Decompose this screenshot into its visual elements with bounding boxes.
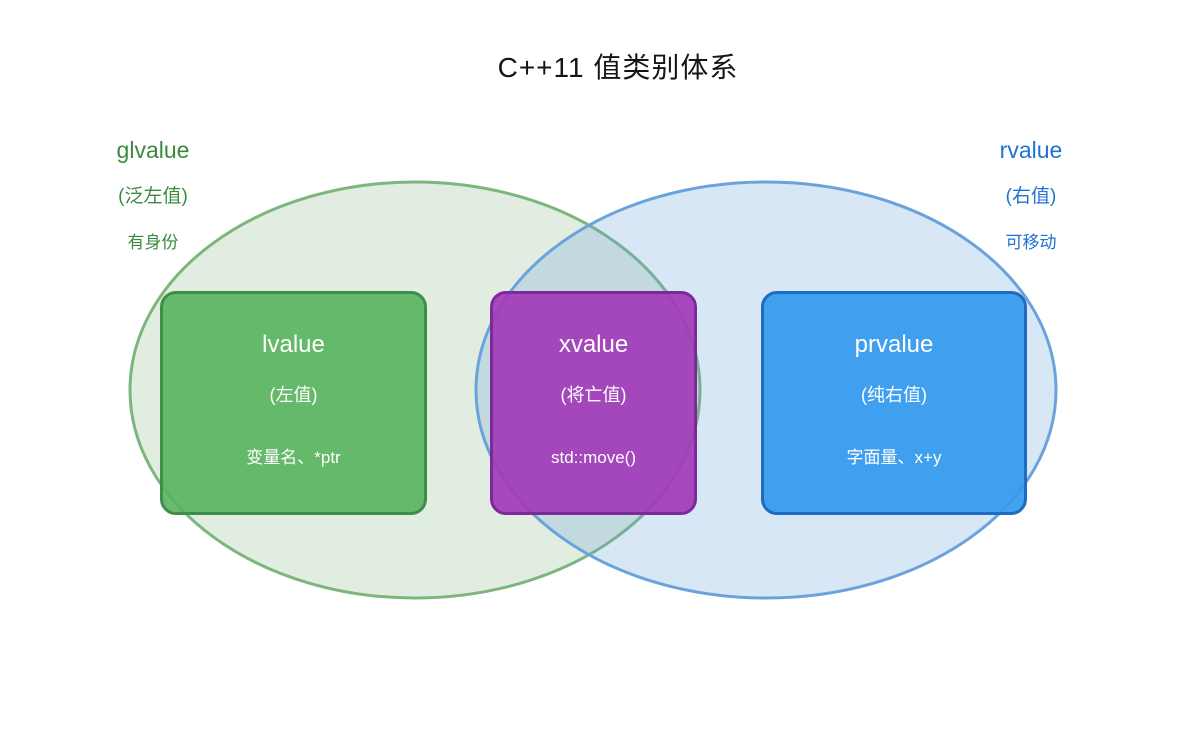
glvalue-set-translation: (泛左值) <box>118 186 188 207</box>
page-title: C++11 值类别体系 <box>497 52 739 83</box>
xvalue-box-name: xvalue <box>558 331 629 358</box>
glvalue-set-property: 有身份 <box>127 233 179 252</box>
prvalue-box-translation: (纯右值) <box>861 385 927 405</box>
rvalue-set-label: rvalue (右值) 可移动 <box>941 136 1121 254</box>
xvalue-box-translation: (将亡值) <box>560 385 627 405</box>
xvalue-box-examples: std::move() <box>550 448 637 467</box>
rvalue-set-translation: (右值) <box>1005 186 1057 207</box>
xvalue-box: xvalue (将亡值) std::move() <box>490 291 697 515</box>
lvalue-box-translation: (左值) <box>269 385 318 405</box>
lvalue-box-name: lvalue <box>262 331 325 358</box>
prvalue-box-examples: 字面量、x+y <box>846 448 942 467</box>
lvalue-box-examples: 变量名、*ptr <box>246 448 341 467</box>
rvalue-set-property: 可移动 <box>1005 233 1057 252</box>
glvalue-set-label: glvalue (泛左值) 有身份 <box>63 136 243 254</box>
glvalue-set-name: glvalue <box>116 137 190 163</box>
prvalue-box-name: prvalue <box>854 331 934 358</box>
lvalue-box: lvalue (左值) 变量名、*ptr <box>160 291 427 515</box>
prvalue-box: prvalue (纯右值) 字面量、x+y <box>761 291 1027 515</box>
rvalue-set-name: rvalue <box>999 137 1063 163</box>
